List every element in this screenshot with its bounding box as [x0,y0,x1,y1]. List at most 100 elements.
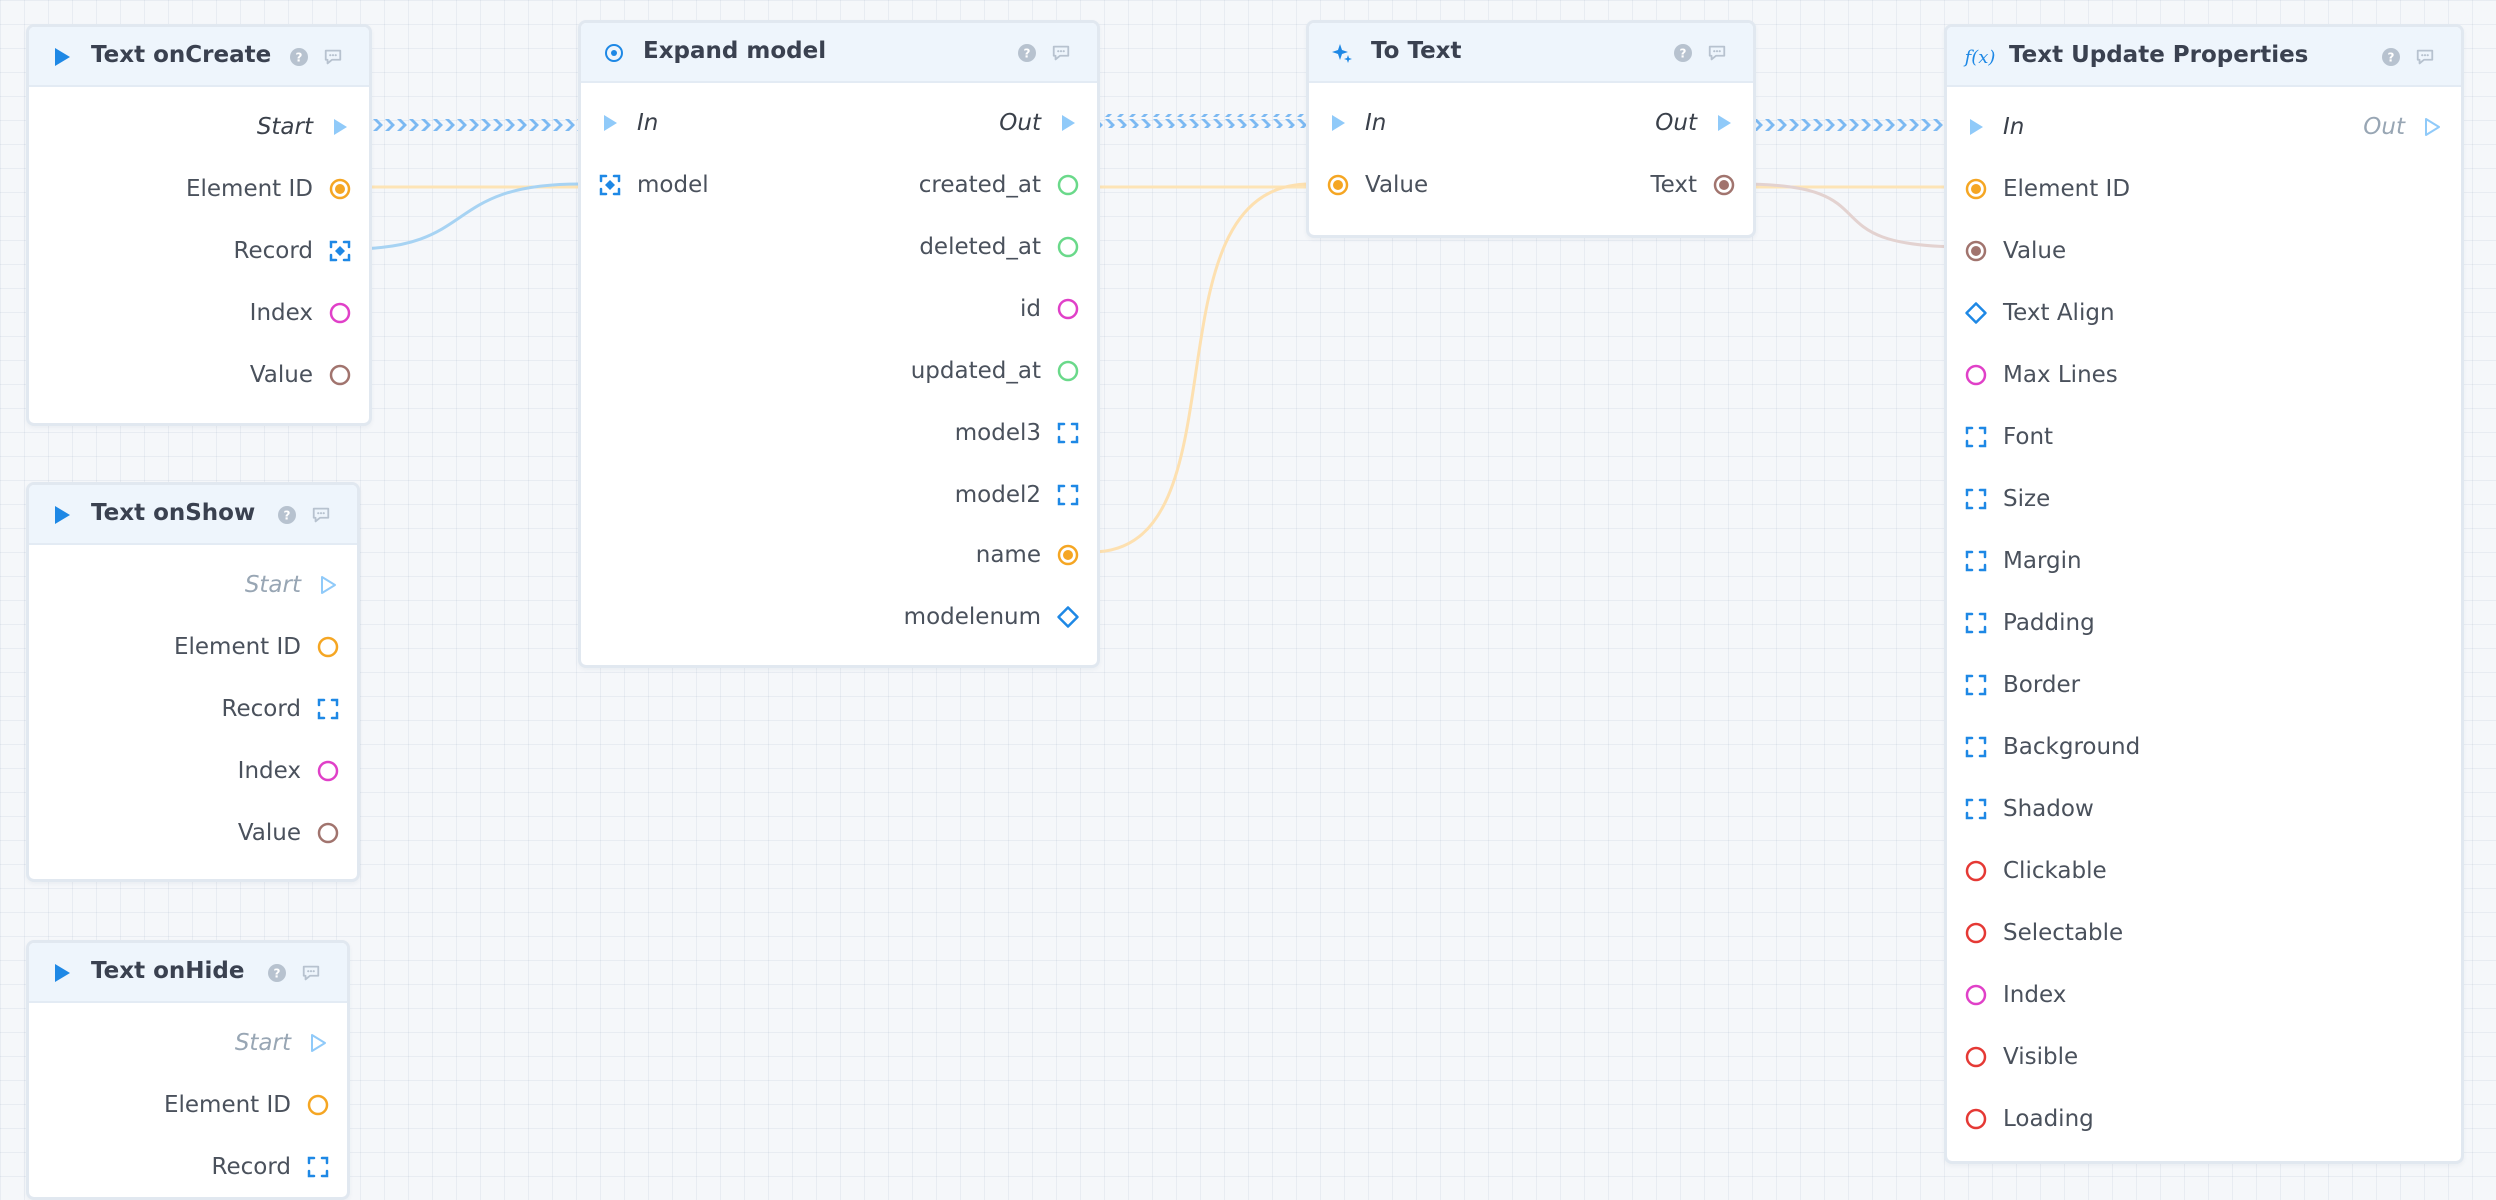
pin-row-record[interactable]: Record [234,231,353,271]
pin-row-text[interactable]: Text [1650,165,1737,205]
value-pin[interactable] [315,820,341,846]
record-pin[interactable] [315,696,341,722]
pin-row-start[interactable]: Start [257,107,353,147]
comment-icon[interactable] [311,505,331,525]
pin-row-in[interactable]: In [1963,107,2024,147]
pin-row-model[interactable]: model [597,165,709,205]
help-icon[interactable]: ? [2381,47,2401,67]
pin-row-clickable[interactable]: Clickable [1963,851,2107,891]
pin-row-out[interactable]: Out [1655,103,1737,143]
pin-row-font[interactable]: Font [1963,417,2053,457]
boolean-pin[interactable] [1963,920,1989,946]
exec-out-pin[interactable] [327,114,353,140]
exec-out-pin[interactable] [2419,114,2445,140]
record-pin[interactable] [1963,610,1989,636]
comment-icon[interactable] [323,47,343,67]
datetime-pin[interactable] [1055,234,1081,260]
string-pin[interactable] [1055,542,1081,568]
exec-out-pin[interactable] [1055,110,1081,136]
string-pin[interactable] [1325,172,1351,198]
comment-icon[interactable] [1707,43,1727,63]
record-pin[interactable] [1963,672,1989,698]
value-pin[interactable] [1711,172,1737,198]
string-pin[interactable] [315,634,341,660]
record-pin[interactable] [1963,734,1989,760]
node-text-oncreate[interactable]: Text onCreate ? Start Element ID Record … [26,24,372,426]
pin-row-model2[interactable]: model2 [955,475,1081,515]
value-pin[interactable] [1963,238,1989,264]
pin-row-index[interactable]: Index [238,751,341,791]
pin-row-element-id[interactable]: Element ID [174,627,341,667]
exec-out-pin[interactable] [315,572,341,598]
string-pin[interactable] [1963,176,1989,202]
pin-row-model3[interactable]: model3 [955,413,1081,453]
record-pin[interactable] [1963,796,1989,822]
pin-row-index[interactable]: Index [1963,975,2066,1015]
pin-row-shadow[interactable]: Shadow [1963,789,2094,829]
boolean-pin[interactable] [1963,1106,1989,1132]
pin-row-value[interactable]: Value [238,813,341,853]
node-header[interactable]: To Text ? [1309,23,1753,83]
node-header[interactable]: f(x) Text Update Properties ? [1947,27,2461,87]
pin-row-selectable[interactable]: Selectable [1963,913,2123,953]
datetime-pin[interactable] [1055,358,1081,384]
record-pin[interactable] [1055,420,1081,446]
record-pin[interactable] [1963,548,1989,574]
pin-row-padding[interactable]: Padding [1963,603,2095,643]
node-text-onhide[interactable]: Text onHide ? Start Element ID Record [26,940,350,1200]
pin-row-in[interactable]: In [1325,103,1386,143]
pin-row-start[interactable]: Start [235,1023,331,1063]
pin-row-out[interactable]: Out [2363,107,2445,147]
number-pin[interactable] [1963,362,1989,388]
comment-icon[interactable] [301,963,321,983]
number-pin[interactable] [1055,296,1081,322]
pin-row-record[interactable]: Record [222,689,341,729]
pin-row-max-lines[interactable]: Max Lines [1963,355,2118,395]
string-pin[interactable] [305,1092,331,1118]
pin-row-text-align[interactable]: Text Align [1963,293,2115,333]
exec-in-pin[interactable] [597,110,623,136]
exec-in-pin[interactable] [1963,114,1989,140]
pin-row-background[interactable]: Background [1963,727,2140,767]
pin-row-deleted-at[interactable]: deleted_at [919,227,1081,267]
boolean-pin[interactable] [1963,1044,1989,1070]
record-pin[interactable] [1055,482,1081,508]
number-pin[interactable] [315,758,341,784]
node-text-update-properties[interactable]: f(x) Text Update Properties ? In Out Ele… [1944,24,2464,1164]
value-pin[interactable] [327,362,353,388]
pin-row-start[interactable]: Start [245,565,341,605]
pin-row-element-id[interactable]: Element ID [164,1085,331,1125]
help-icon[interactable]: ? [277,505,297,525]
enum-pin[interactable] [1055,604,1081,630]
pin-row-modelenum[interactable]: modelenum [904,597,1081,637]
record-pin[interactable] [597,172,623,198]
record-pin[interactable] [1963,486,1989,512]
number-pin[interactable] [327,300,353,326]
pin-row-out[interactable]: Out [999,103,1081,143]
comment-icon[interactable] [1051,43,1071,63]
help-icon[interactable]: ? [1017,43,1037,63]
datetime-pin[interactable] [1055,172,1081,198]
node-expand-model[interactable]: Expand model ? In Out model created_at d… [578,20,1100,668]
node-header[interactable]: Text onHide ? [29,943,347,1003]
pin-row-in[interactable]: In [597,103,658,143]
pin-row-border[interactable]: Border [1963,665,2080,705]
pin-row-index[interactable]: Index [250,293,353,333]
comment-icon[interactable] [2415,47,2435,67]
help-icon[interactable]: ? [267,963,287,983]
exec-out-pin[interactable] [1711,110,1737,136]
pin-row-element-id[interactable]: Element ID [1963,169,2130,209]
record-pin[interactable] [327,238,353,264]
exec-in-pin[interactable] [1325,110,1351,136]
pin-row-created-at[interactable]: created_at [919,165,1081,205]
record-pin[interactable] [1963,424,1989,450]
pin-row-value[interactable]: Value [1963,231,2066,271]
node-text-onshow[interactable]: Text onShow ? Start Element ID Record In… [26,482,360,882]
number-pin[interactable] [1963,982,1989,1008]
enum-pin[interactable] [1963,300,1989,326]
exec-out-pin[interactable] [305,1030,331,1056]
pin-row-size[interactable]: Size [1963,479,2050,519]
pin-row-margin[interactable]: Margin [1963,541,2082,581]
node-header[interactable]: Expand model ? [581,23,1097,83]
string-pin[interactable] [327,176,353,202]
